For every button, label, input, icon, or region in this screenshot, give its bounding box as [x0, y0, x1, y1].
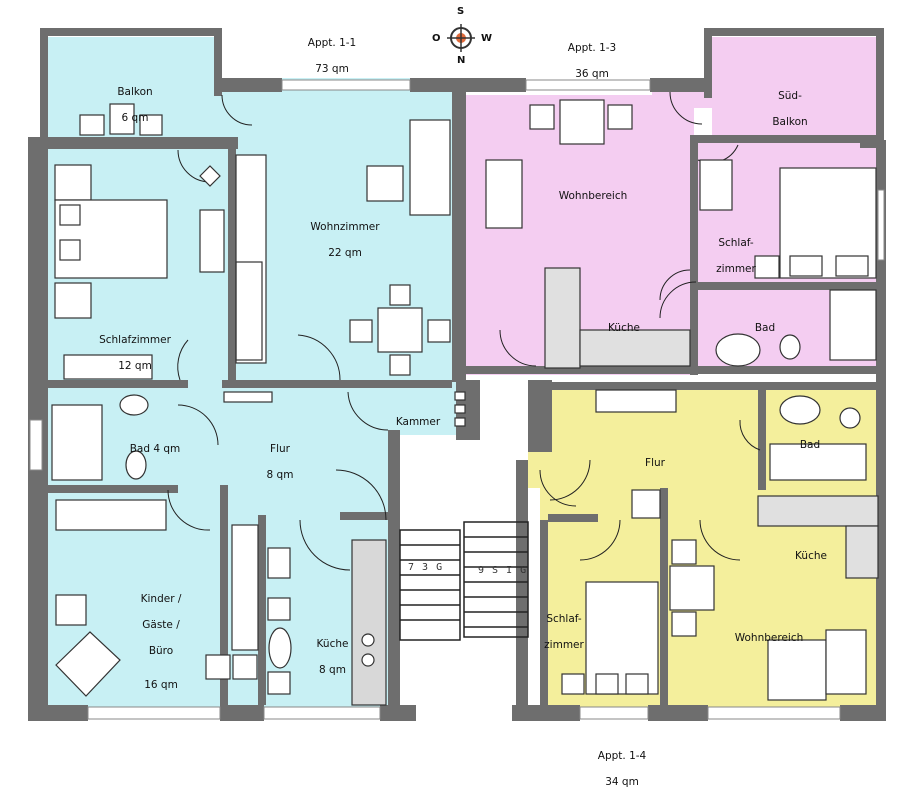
- room-name: Flur: [645, 457, 665, 469]
- room-name: Küche: [316, 638, 349, 650]
- room-name: Schlaf-: [546, 613, 582, 625]
- room-name: Süd-: [778, 90, 802, 102]
- room-name: Balkon: [772, 116, 808, 128]
- compass-east: O: [432, 33, 441, 44]
- room-name: Bad: [754, 322, 776, 334]
- apartment-area: 34 qm: [605, 776, 639, 788]
- apartment-name: Appt. 1-3: [567, 42, 617, 54]
- room-schlafzimmer-label: Schlafzimmer 12 qm: [85, 321, 185, 386]
- room-kueche-1-3-label: Küche: [594, 309, 654, 348]
- compass-rose-icon: [447, 24, 475, 52]
- room-area: 8 qm: [319, 664, 346, 676]
- room-name: zimmer: [544, 639, 584, 651]
- room-name: Kinder /: [140, 593, 182, 605]
- apartment-1-4-label: Appt. 1-4 34 qm: [590, 737, 654, 802]
- room-name: Küche: [795, 550, 827, 562]
- room-kammer-label: Kammer: [388, 403, 448, 442]
- apartment-area: 73 qm: [315, 63, 349, 75]
- compass-south: S: [457, 6, 465, 17]
- staircase: [399, 521, 529, 641]
- room-schlafzimmer-1-4-label: Schlaf- zimmer: [534, 600, 594, 665]
- stair-marking-left: 7 3 G: [408, 562, 444, 573]
- room-balkon-label: Balkon 6 qm: [100, 73, 170, 138]
- compass-north: N: [457, 55, 466, 66]
- room-name: Schlaf-: [718, 237, 754, 249]
- room-bad-1-4-label: Bad: [790, 426, 830, 465]
- room-name: Bad: [799, 439, 821, 451]
- room-name: Gäste /: [142, 619, 180, 631]
- room-name: Büro: [148, 645, 174, 657]
- room-name: Küche: [608, 322, 640, 334]
- apartment-name: Appt. 1-1: [307, 37, 357, 49]
- apartment-name: Appt. 1-4: [597, 750, 647, 762]
- stair-marking-right: 9 S I G: [478, 565, 528, 576]
- apartment-1-1-label: Appt. 1-1 73 qm: [300, 24, 364, 89]
- room-wohnzimmer-label: Wohnzimmer 22 qm: [300, 208, 390, 273]
- room-name: Wohnzimmer: [310, 221, 380, 233]
- room-area: 16 qm: [144, 679, 178, 691]
- room-area: 6 qm: [121, 112, 149, 124]
- apartment-area: 36 qm: [575, 68, 609, 80]
- room-kinder-label: Kinder / Gäste / Büro 16 qm: [126, 580, 196, 705]
- compass-west: W: [481, 33, 493, 44]
- room-wohnbereich-1-3-label: Wohnbereich: [548, 177, 638, 216]
- room-bad-label: Bad 4 qm: [120, 430, 190, 469]
- room-name: Wohnbereich: [734, 632, 804, 644]
- room-flur-label: Flur 8 qm: [250, 430, 310, 495]
- room-flur-1-4-label: Flur: [630, 444, 680, 483]
- furniture: [51, 99, 879, 706]
- room-kueche-label: Küche 8 qm: [305, 625, 360, 690]
- room-area: 12 qm: [118, 360, 152, 372]
- room-name: Bad 4 qm: [129, 443, 181, 455]
- floor-plan: [28, 24, 886, 721]
- windows: [29, 79, 885, 720]
- walls: [28, 28, 886, 721]
- room-name: Balkon: [117, 86, 153, 98]
- room-name: Wohnbereich: [558, 190, 628, 202]
- room-name: zimmer: [716, 263, 756, 275]
- room-area: 22 qm: [328, 247, 362, 259]
- room-area: 8 qm: [266, 469, 294, 481]
- room-schlafzimmer-1-3-label: Schlaf- zimmer: [706, 224, 766, 289]
- room-wohnbereich-1-4-label: Wohnbereich: [724, 619, 814, 658]
- room-suedbalkon-label: Süd- Balkon: [760, 77, 820, 142]
- room-name: Flur: [270, 443, 290, 455]
- room-name: Kammer: [395, 416, 441, 428]
- room-bad-1-3-label: Bad: [745, 309, 785, 348]
- room-name: Schlafzimmer: [99, 334, 171, 346]
- apartment-1-3-label: Appt. 1-3 36 qm: [560, 29, 624, 94]
- room-kueche-1-4-label: Küche: [786, 537, 836, 576]
